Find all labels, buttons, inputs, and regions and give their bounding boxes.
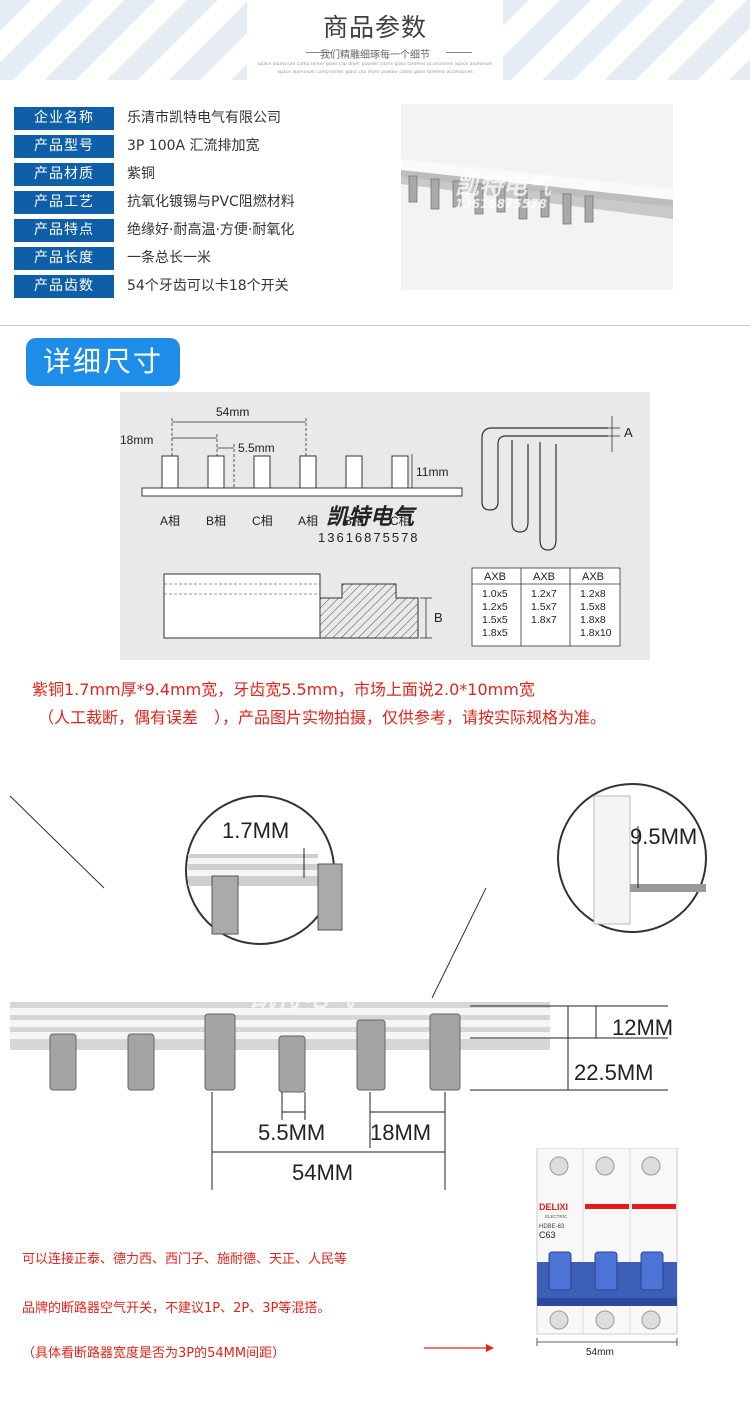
- dim-5-5mm: 5.5MM: [258, 1120, 325, 1145]
- axb-cell: 1.5x8: [580, 601, 606, 613]
- breaker-rating: C63: [539, 1230, 556, 1240]
- dim-54mm: 54mm: [216, 405, 249, 419]
- watermark-brand: 凯特电气: [326, 504, 417, 529]
- dim-54mm: 54MM: [292, 1160, 353, 1185]
- dim-5-5mm: 5.5mm: [238, 441, 275, 455]
- spec-value: 一条总长一米: [127, 250, 211, 266]
- phase-label: A相: [298, 514, 318, 528]
- dim-18mm: 18mm: [120, 433, 153, 447]
- spec-value: 54个牙齿可以卡18个开关: [127, 278, 289, 294]
- subtitle-divider-left: [306, 52, 332, 53]
- watermark-phone: 13616875578: [318, 530, 420, 545]
- phase-label: C相: [252, 514, 273, 528]
- dim-18mm: 18MM: [370, 1120, 431, 1145]
- busbar-dimension-photo: 1.7MM 9.5MM 凯特电气 12MM 22.5MM 5.5MM 18MM …: [9, 783, 707, 1190]
- technical-drawing: 54mm 18mm 5.5mm 11mm A相 B相 C相 A相 B相 C相: [120, 392, 650, 660]
- spec-value: 3P 100A 汇流排加宽: [127, 138, 260, 154]
- phase-label: B相: [206, 514, 226, 528]
- spec-label: 产品特点: [14, 219, 114, 242]
- zoom-thickness-label: 1.7MM: [222, 818, 289, 843]
- breaker-brand: DELIXI: [539, 1202, 568, 1212]
- photo-watermark-phone: 13616875578: [455, 197, 547, 211]
- dim-12mm: 12MM: [612, 1015, 673, 1040]
- arrow-to-breaker-icon: [424, 1344, 494, 1352]
- breaker-brand-sub: ELECTRIC: [545, 1214, 568, 1219]
- dim-22-5mm: 22.5MM: [574, 1060, 653, 1085]
- circuit-breaker-image: DELIXI ELECTRIC HDBE-63 C63: [536, 1148, 678, 1346]
- axb-cell: 1.8x7: [531, 614, 557, 626]
- spec-note-line-1: 紫铜1.7mm厚*9.4mm宽，牙齿宽5.5mm，市场上面说2.0*10mm宽: [32, 680, 535, 699]
- axb-cell: 1.2x5: [482, 601, 508, 613]
- axb-cell: 1.2x7: [531, 588, 557, 600]
- axb-cell: 1.8x8: [580, 614, 606, 626]
- header-tiny-text-2: Space aluminum camp tenter glass clip dr…: [277, 70, 473, 75]
- compat-line-2: 品牌的断路器空气开关，不建议1P、2P、3P等混搭。: [22, 1301, 331, 1316]
- subtitle-divider-right: [446, 52, 472, 53]
- compat-line-1: 可以连接正泰、德力西、西门子、施耐德、天正、人民等: [22, 1252, 348, 1267]
- spec-value: 乐清市凯特电气有限公司: [127, 110, 281, 126]
- axb-cell: 1.8x10: [580, 627, 612, 639]
- photo-watermark-brand: 凯特电气: [455, 172, 555, 200]
- spec-label: 产品材质: [14, 163, 114, 186]
- spec-label: 产品齿数: [14, 275, 114, 298]
- spec-label: 产品型号: [14, 135, 114, 158]
- compat-line-3: （具体看断路器宽度是否为3P的54MM间距）: [22, 1346, 286, 1361]
- axb-cell: 1.5x7: [531, 601, 557, 613]
- breaker-model: HDBE-63: [539, 1224, 565, 1230]
- axb-cell: 1.8x5: [482, 627, 508, 639]
- label-b: B: [434, 610, 443, 625]
- page-subtitle: 我们精雕细琢每一个细节: [320, 50, 430, 61]
- axb-cell: 1.2x8: [580, 588, 606, 600]
- axb-cell: 1.0x5: [482, 588, 508, 600]
- spec-label: 产品长度: [14, 247, 114, 270]
- busbar-photo: 凯特电气 13616875578: [401, 104, 673, 290]
- dim-11mm: 11mm: [416, 465, 448, 479]
- phase-label: C相: [390, 514, 411, 528]
- axb-header: AXB: [484, 571, 506, 583]
- page-title: 商品参数: [322, 13, 427, 42]
- phase-label: B相: [344, 514, 364, 528]
- spec-label: 产品工艺: [14, 191, 114, 214]
- spec-note-line-2: （人工裁断，偶有误差 ），产品图片实物拍摄，仅供参考，请按实际规格为准。: [38, 708, 607, 727]
- spec-label: 企业名称: [14, 107, 114, 130]
- header-panel: [247, 0, 503, 80]
- spec-value: 紫铜: [127, 166, 155, 182]
- label-a: A: [624, 425, 633, 440]
- spec-value: 绝缘好·耐高温·方便·耐氧化: [127, 222, 295, 238]
- photo-watermark: 凯特电气: [250, 982, 358, 1012]
- spec-value: 抗氧化镀锡与PVC阻燃材料: [127, 194, 295, 210]
- section-title-detail-size: 详细尺寸: [26, 338, 180, 386]
- breaker-width-label: 54mm: [586, 1347, 614, 1358]
- axb-header: AXB: [582, 571, 604, 583]
- zoom-width-label: 9.5MM: [630, 824, 697, 849]
- axb-header: AXB: [533, 571, 555, 583]
- header-tiny-text-1: Space aluminum camp tenter glass clip dr…: [257, 62, 493, 67]
- section-divider: [0, 325, 750, 326]
- axb-cell: 1.5x5: [482, 614, 508, 626]
- phase-label: A相: [160, 514, 180, 528]
